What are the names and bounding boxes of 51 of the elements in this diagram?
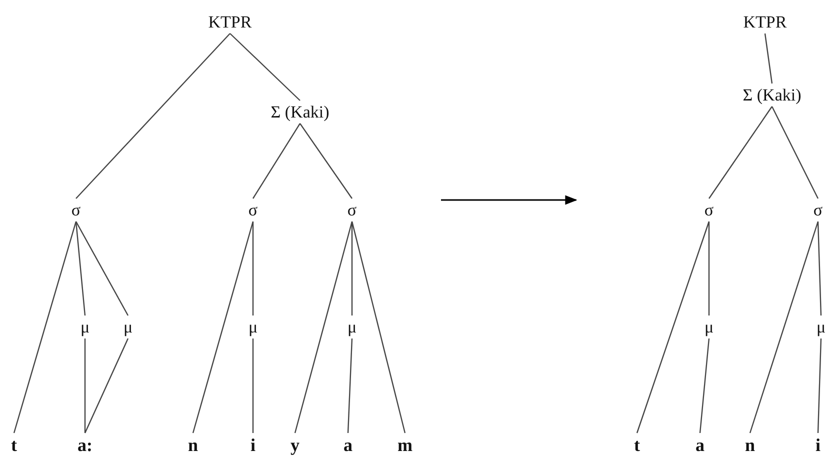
tree-branch bbox=[300, 123, 352, 199]
foot-label: Σ (Kaki) bbox=[270, 104, 330, 120]
syllable-label: σ bbox=[704, 202, 714, 218]
segment-label: a: bbox=[78, 436, 92, 454]
segment-label: i bbox=[250, 436, 256, 454]
syllable-label: σ bbox=[813, 202, 823, 218]
tree-branch bbox=[294, 221, 353, 434]
tree-branch bbox=[699, 338, 710, 434]
tree-branch bbox=[764, 33, 773, 84]
foot-label: Σ (Kaki) bbox=[742, 86, 802, 104]
segment-label: y bbox=[290, 436, 300, 454]
segment-label: a bbox=[696, 436, 704, 454]
tree-branch bbox=[75, 221, 86, 316]
mora-label: μ bbox=[816, 318, 826, 336]
segment-label: i bbox=[816, 436, 820, 454]
tree-branch bbox=[351, 221, 406, 434]
syllable-label: σ bbox=[347, 202, 357, 218]
mora-label: μ bbox=[704, 318, 714, 336]
tree-branch bbox=[636, 221, 710, 434]
tree-branch bbox=[230, 33, 300, 101]
prosodic-word-label: KTPR bbox=[743, 14, 787, 30]
tree-branch bbox=[708, 222, 710, 316]
mora-label: μ bbox=[347, 318, 357, 336]
tree-branch bbox=[75, 221, 129, 316]
tree-branch bbox=[817, 338, 822, 434]
segment-label: t bbox=[11, 436, 17, 454]
tree-branch bbox=[76, 33, 230, 199]
tree-branch bbox=[192, 221, 254, 434]
tree-branch bbox=[252, 338, 254, 433]
segment-label: m bbox=[398, 436, 412, 454]
tree-branch bbox=[749, 221, 819, 434]
segment-label: n bbox=[188, 436, 198, 454]
tree-branch bbox=[817, 221, 822, 316]
tree-branch bbox=[84, 338, 86, 433]
tree-branch bbox=[84, 338, 129, 434]
tree-branch bbox=[347, 338, 353, 434]
tree-branch bbox=[351, 222, 353, 316]
tree-branch bbox=[708, 106, 772, 199]
tree-branch bbox=[252, 123, 300, 199]
syllable-label: σ bbox=[71, 202, 81, 218]
segment-label: t bbox=[634, 436, 640, 454]
mora-label: μ bbox=[123, 318, 133, 336]
mora-label: μ bbox=[80, 318, 90, 336]
syllable-label: σ bbox=[248, 202, 258, 218]
segment-label: n bbox=[745, 436, 755, 454]
tree-branch bbox=[252, 222, 254, 316]
segment-label: a bbox=[344, 436, 352, 454]
tree-branch bbox=[13, 221, 77, 434]
mora-label: μ bbox=[248, 318, 258, 336]
tree-branch bbox=[771, 106, 819, 199]
prosodic-word-label: KTPR bbox=[208, 14, 252, 30]
